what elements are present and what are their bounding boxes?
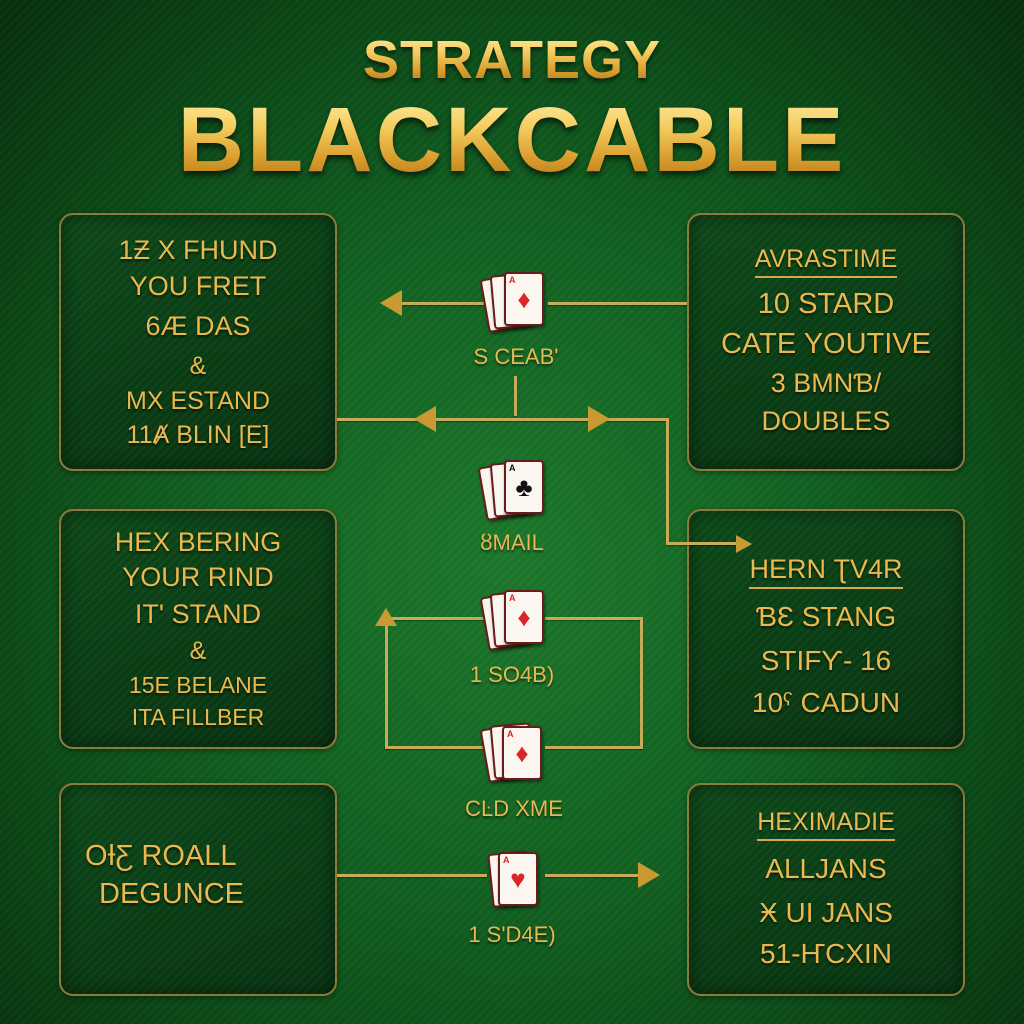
card-fan-top: A ♦ [479, 272, 554, 336]
diamond-card-icon: A ♦ [504, 590, 544, 644]
card-fan-mid: A ♣ [477, 460, 552, 524]
connector-line [385, 617, 485, 620]
panel-text: 6Æ DAS [145, 311, 251, 341]
arrow-right-icon [736, 535, 752, 553]
panel-text: 1Ƶ X FHUND [118, 235, 278, 265]
connector-line [545, 874, 640, 877]
diamond-card-icon: A ♦ [502, 726, 542, 780]
center-label-loop: 1 SO4B) [469, 662, 555, 687]
panel-mid-right: HERN ƮV4R ƁƐ STANG STIFƳ- 16 10ˁ CADUN [687, 509, 965, 749]
panel-bottom-right: HEXIMADIE ALLJANS Ӿ UI JANS 51-ҤCXIN [687, 783, 965, 996]
arrow-up-icon [375, 608, 397, 626]
arrow-left-icon [414, 406, 436, 432]
panel-text: YOU FRET [129, 271, 267, 301]
panel-text: 10ˁ CADUN [751, 687, 901, 718]
connector-line [545, 746, 643, 749]
connector-line [337, 874, 487, 877]
panel-text: YOUR RIND [122, 562, 274, 592]
panel-text: & [189, 637, 207, 665]
panel-heading: HEXIMADIE [757, 807, 895, 841]
center-label-top: S CEAB' [473, 344, 559, 369]
center-label-mid: ȣMAIL [480, 530, 544, 555]
panel-text: Ӿ UI JANS [759, 896, 893, 928]
panel-text: 15E BELANE [128, 672, 268, 698]
card-fan-loop-bottom: A ♦ [479, 722, 554, 786]
panel-heading: HERN ƮV4R [749, 553, 903, 589]
panel-text: ALLJANS [765, 852, 887, 884]
connector-line [514, 376, 517, 416]
club-card-icon: A ♣ [504, 460, 544, 514]
heart-card-icon: A ♥ [498, 852, 538, 906]
connector-line [385, 620, 388, 749]
card-fan-bottom: A ♥ [487, 850, 560, 914]
panel-text: DEGUNCE [99, 877, 245, 910]
connector-line [548, 302, 687, 305]
connector-line [666, 418, 669, 544]
panel-text: STIFƳ- 16 [760, 645, 892, 676]
panel-heading: AVRASTIME [754, 244, 898, 278]
connector-line [337, 418, 667, 421]
panel-text: 51-ҤCXIN [760, 937, 892, 969]
connector-line [400, 302, 488, 305]
panel-text: DOUBLES [761, 406, 891, 436]
title-block: STRATEGY BLACKCABLE [0, 30, 1024, 190]
panel-text: CATE YOUTIVE [720, 328, 932, 360]
panel-text: OƗƸ ROALL [85, 839, 237, 872]
arrow-right-icon [588, 406, 610, 432]
diamond-card-icon: A ♦ [504, 272, 544, 326]
panel-text: IT' STAND [134, 599, 262, 629]
connector-line [666, 542, 736, 545]
title-strategy: STRATEGY [0, 30, 1024, 90]
panel-text: HEX BERING [114, 527, 282, 557]
panel-text: 3 BMNƁ/ [770, 368, 882, 398]
panel-bottom-left: OƗƸ ROALL DEGUNCE [59, 783, 337, 996]
card-fan-loop-top: A ♦ [479, 590, 554, 654]
panel-text: & [189, 352, 207, 380]
panel-text: 11Ⱥ BLIN [E] [126, 421, 270, 449]
panel-top-left: 1Ƶ X FHUND YOU FRET 6Æ DAS & MX ESTAND 1… [59, 213, 337, 471]
connector-line [545, 617, 643, 620]
panel-text: ITA FILLBER [131, 704, 265, 730]
arrow-right-icon [638, 862, 660, 888]
connector-line [385, 746, 485, 749]
panel-mid-left: HEX BERING YOUR RIND IT' STAND & 15E BEL… [59, 509, 337, 749]
panel-text: MX ESTAND [126, 387, 270, 415]
panel-text: ƁƐ STANG [755, 601, 897, 632]
panel-text: 10 STARD [757, 288, 895, 320]
connector-line [640, 617, 643, 749]
arrow-left-icon [380, 290, 402, 316]
panel-top-right: AVRASTIME 10 STARD CATE YOUTIVE 3 BMNƁ/ … [687, 213, 965, 471]
center-label-lower: CĿD XME [465, 796, 563, 821]
title-blackcable: BLACKCABLE [0, 90, 1024, 190]
center-label-bottom: 1 S'D4E) [468, 922, 556, 947]
